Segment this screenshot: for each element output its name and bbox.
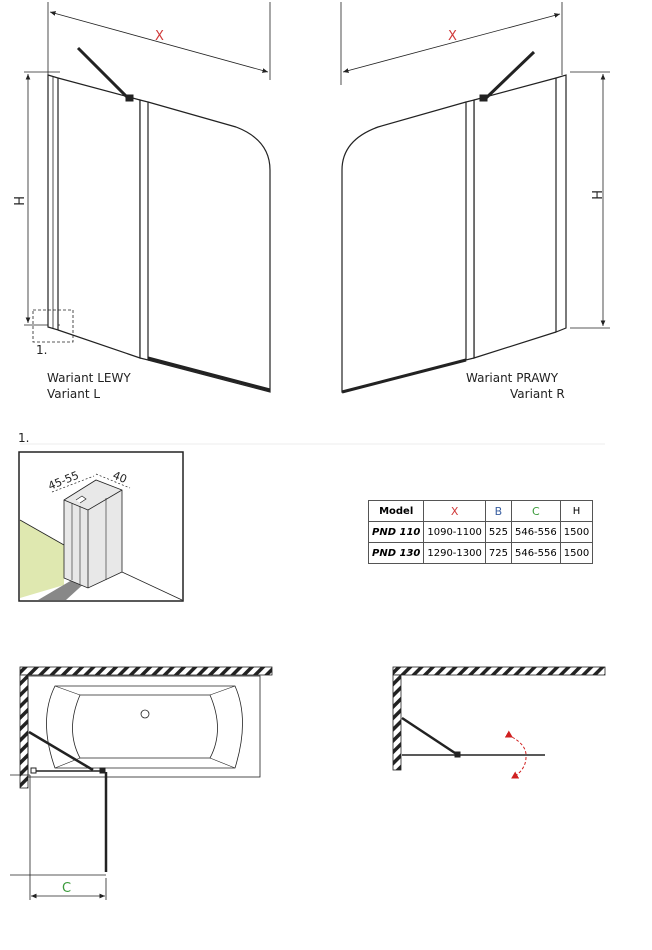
- detail-dim-b: 40: [111, 469, 129, 486]
- left-width-label: X: [155, 29, 164, 44]
- bathtub-plan: [10, 666, 273, 900]
- cell-x: 1090-1100: [423, 521, 486, 543]
- model-dimension-table: Model X B C H PND 110 1090-1100 525 546-…: [367, 500, 594, 564]
- cell-x: 1290-1300: [423, 542, 486, 564]
- cell-model: PND 110: [367, 521, 425, 543]
- header-c: C: [510, 500, 561, 522]
- header-h: H: [559, 500, 594, 522]
- cell-h: 1500: [559, 542, 594, 564]
- header-model: Model: [367, 500, 425, 522]
- cell-model: PND 130: [367, 542, 425, 564]
- left-variant-en: Variant L: [47, 387, 100, 401]
- table-row: PND 130 1290-1300 725 546-556 1500: [367, 542, 594, 564]
- right-height-label: H: [588, 190, 603, 200]
- table-row: PND 110 1090-1100 525 546-556 1500: [367, 521, 594, 543]
- table-header-row: Model X B C H: [367, 500, 594, 522]
- cell-b: 725: [484, 542, 512, 564]
- swing-plan: [392, 666, 606, 779]
- left-height-label: H: [10, 196, 25, 206]
- right-variant-en: Variant R: [510, 387, 565, 401]
- left-variant-pl: Wariant LEWY: [47, 371, 131, 385]
- detail-title: 1.: [18, 431, 29, 445]
- right-variant-pl: Wariant PRAWY: [466, 371, 559, 385]
- cell-h: 1500: [559, 521, 594, 543]
- header-x: X: [423, 500, 486, 522]
- left-variant-drawing: [24, 2, 271, 393]
- cell-b: 525: [484, 521, 512, 543]
- right-width-label: X: [448, 29, 457, 44]
- wall-profile-detail: [18, 451, 184, 602]
- right-variant-drawing: [340, 2, 610, 394]
- plan-c-label: C: [62, 881, 71, 896]
- cell-c: 546-556: [510, 521, 561, 543]
- left-detail-ref: 1.: [36, 343, 47, 357]
- header-b: B: [484, 500, 512, 522]
- cell-c: 546-556: [510, 542, 561, 564]
